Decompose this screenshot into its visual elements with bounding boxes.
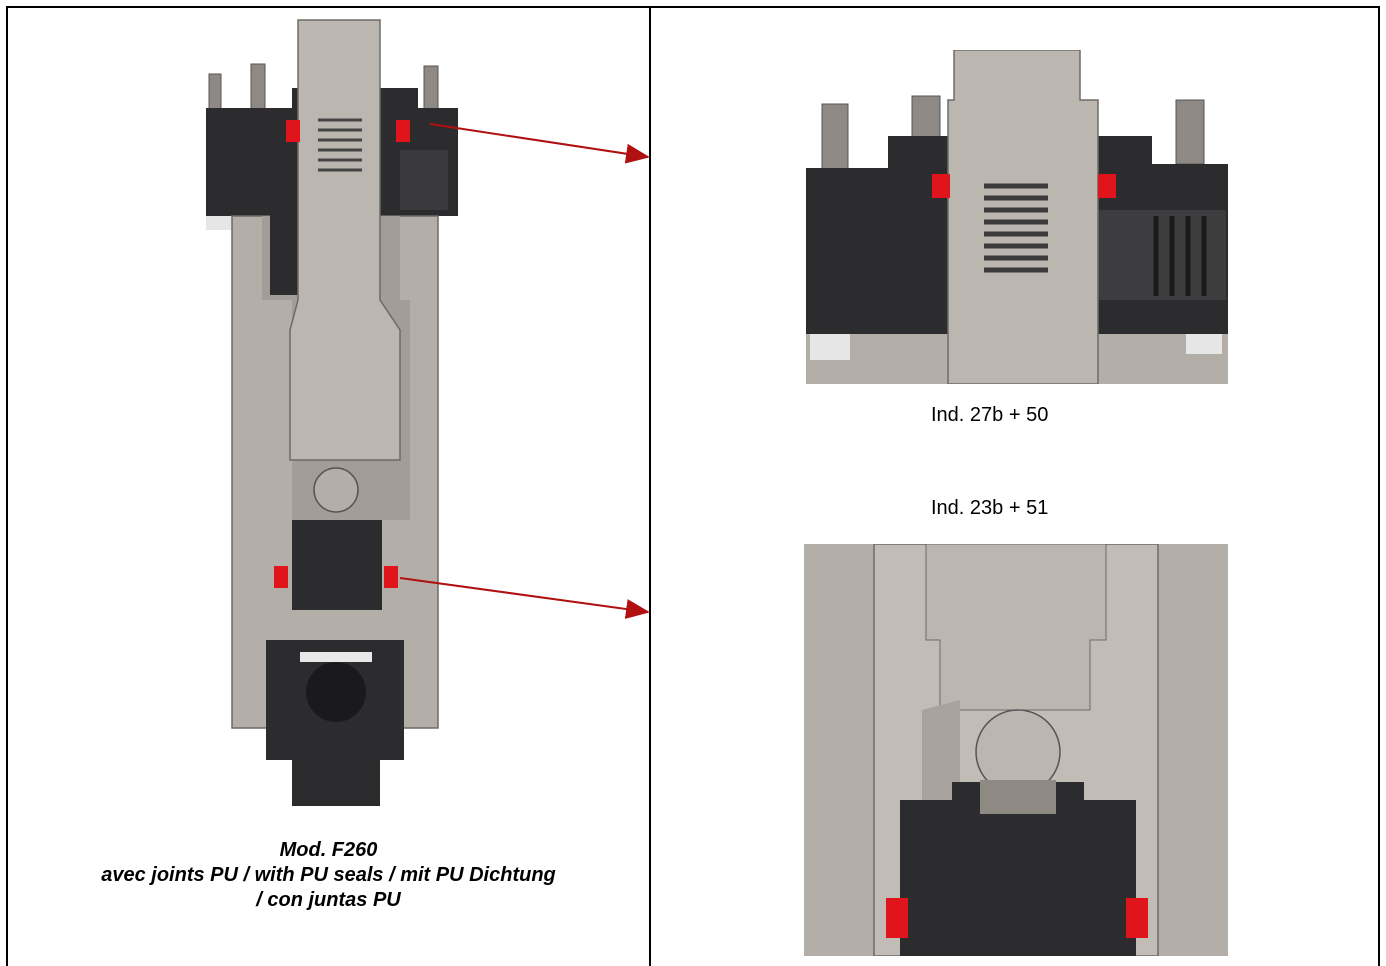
valve-seat	[292, 520, 382, 610]
model-name: Mod. F260	[279, 839, 378, 861]
detail-bottom-image	[804, 544, 1228, 956]
rod-threads	[318, 118, 362, 172]
detail-top-label: Ind. 27b + 50	[931, 404, 1049, 426]
pump-cross-section-image	[206, 19, 458, 806]
detail-top-image	[806, 50, 1228, 384]
seal-description-cont: / con juntas PU	[256, 889, 401, 911]
piston-rod	[289, 19, 401, 461]
column-divider	[649, 6, 651, 966]
page-frame	[6, 6, 1380, 966]
foot-valve	[266, 640, 404, 806]
arrow-to-detail-bottom	[399, 577, 650, 619]
model-caption: Mod. F260 avec joints PU / with PU seals…	[6, 838, 651, 913]
detail-bottom-label: Ind. 23b + 51	[931, 497, 1049, 519]
seal-description: avec joints PU / with PU seals / mit PU …	[101, 864, 556, 886]
arrow-to-detail-top	[429, 123, 650, 164]
